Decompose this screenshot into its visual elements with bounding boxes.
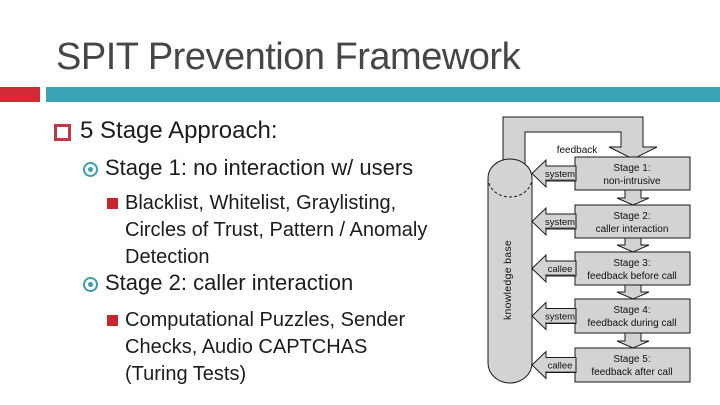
stage-subtitle: non-intrusive	[603, 176, 661, 187]
cylinder-body	[487, 178, 533, 384]
stage2-heading-text: Stage 2: caller interaction	[105, 270, 354, 295]
stage-title: Stage 1:	[613, 163, 650, 174]
feedback-arrow-stage1: system	[531, 158, 577, 189]
stage1-detail-line: Circles of Trust, Pattern / Anomaly	[125, 219, 428, 241]
accent-bar-red-segment	[0, 87, 40, 102]
filled-square-bullet-icon	[107, 315, 118, 326]
stage-box-3: Stage 3: feedback before call	[574, 251, 691, 286]
stage1-detail-line: Blacklist, Whitelist, Graylisting,	[125, 192, 397, 214]
stage1-detail-text: Blacklist, Whitelist, Graylisting, Circl…	[125, 190, 427, 271]
filled-square-bullet-icon	[107, 198, 118, 209]
down-arrow-icon	[616, 189, 650, 206]
feedback-label: feedback	[557, 145, 599, 156]
spit-stages-diagram: feedback knowledge base Stage 1: non-int…	[487, 116, 691, 384]
bullet-item-heading: 5 Stage Approach:	[54, 117, 277, 145]
bullet-item-stage1: Stage 1: no interaction w/ users	[83, 155, 413, 181]
stage1-heading-text: Stage 1: no interaction w/ users	[105, 155, 414, 180]
stage-box-1: Stage 1: non-intrusive	[574, 156, 691, 191]
stage-box-rect	[574, 156, 691, 191]
down-arrow-icon	[616, 237, 650, 253]
cylinder-top-dashed-arc	[487, 177, 533, 198]
stage-box-2: Stage 2: caller interaction	[574, 204, 691, 239]
arrow-label: system	[545, 312, 575, 323]
accent-bar-teal-segment	[46, 87, 720, 102]
hollow-square-bullet-icon	[54, 124, 71, 141]
stage-title: Stage 2:	[613, 211, 650, 222]
stage-title: Stage 5:	[613, 354, 650, 365]
cylinder-top-arc	[487, 158, 533, 179]
knowledge-base-label: knowledge base	[502, 240, 514, 320]
bullet-item-stage2-detail: Computational Puzzles, Sender Checks, Au…	[107, 307, 405, 388]
circled-dot-bullet-icon	[83, 277, 98, 292]
stage2-detail-text: Computational Puzzles, Sender Checks, Au…	[125, 307, 405, 388]
stage-subtitle: feedback during call	[588, 318, 677, 329]
feedback-arrow-stage4: system	[531, 301, 577, 331]
stage2-detail-line: (Turing Tests)	[125, 363, 247, 385]
stage-box-4: Stage 4: feedback during call	[574, 298, 691, 334]
slide-title: SPIT Prevention Framework	[56, 36, 521, 78]
down-arrow-icon	[616, 284, 650, 300]
stage2-detail-line: Checks, Audio CAPTCHAS	[125, 336, 368, 358]
stage1-detail-line: Detection	[125, 246, 210, 268]
bullet-item-stage1-detail: Blacklist, Whitelist, Graylisting, Circl…	[107, 190, 427, 271]
knowledge-base-cylinder: knowledge base	[487, 158, 533, 384]
heading-text: 5 Stage Approach:	[80, 117, 278, 144]
stage-subtitle: feedback before call	[587, 271, 677, 282]
arrow-label: system	[545, 217, 575, 228]
circled-dot-bullet-icon	[83, 162, 98, 177]
feedback-arrow-stage3: callee	[531, 253, 577, 284]
feedback-arrow-stage5: callee	[531, 350, 577, 380]
arrow-label: callee	[548, 361, 573, 372]
feedback-arrow-stage2: system	[531, 206, 577, 237]
down-arrow-icon	[616, 332, 650, 349]
stage-subtitle: caller interaction	[596, 224, 669, 235]
stage-subtitle: feedback after call	[591, 367, 672, 378]
cylinder-top	[488, 159, 532, 197]
stage-title: Stage 4:	[613, 305, 650, 316]
stage2-detail-line: Computational Puzzles, Sender	[125, 309, 406, 331]
arrow-label: callee	[548, 264, 573, 275]
stage-box-5: Stage 5: feedback after call	[574, 347, 691, 383]
bullet-item-stage2: Stage 2: caller interaction	[83, 270, 353, 296]
arrow-label: system	[545, 169, 575, 180]
stage-title: Stage 3:	[613, 258, 650, 269]
